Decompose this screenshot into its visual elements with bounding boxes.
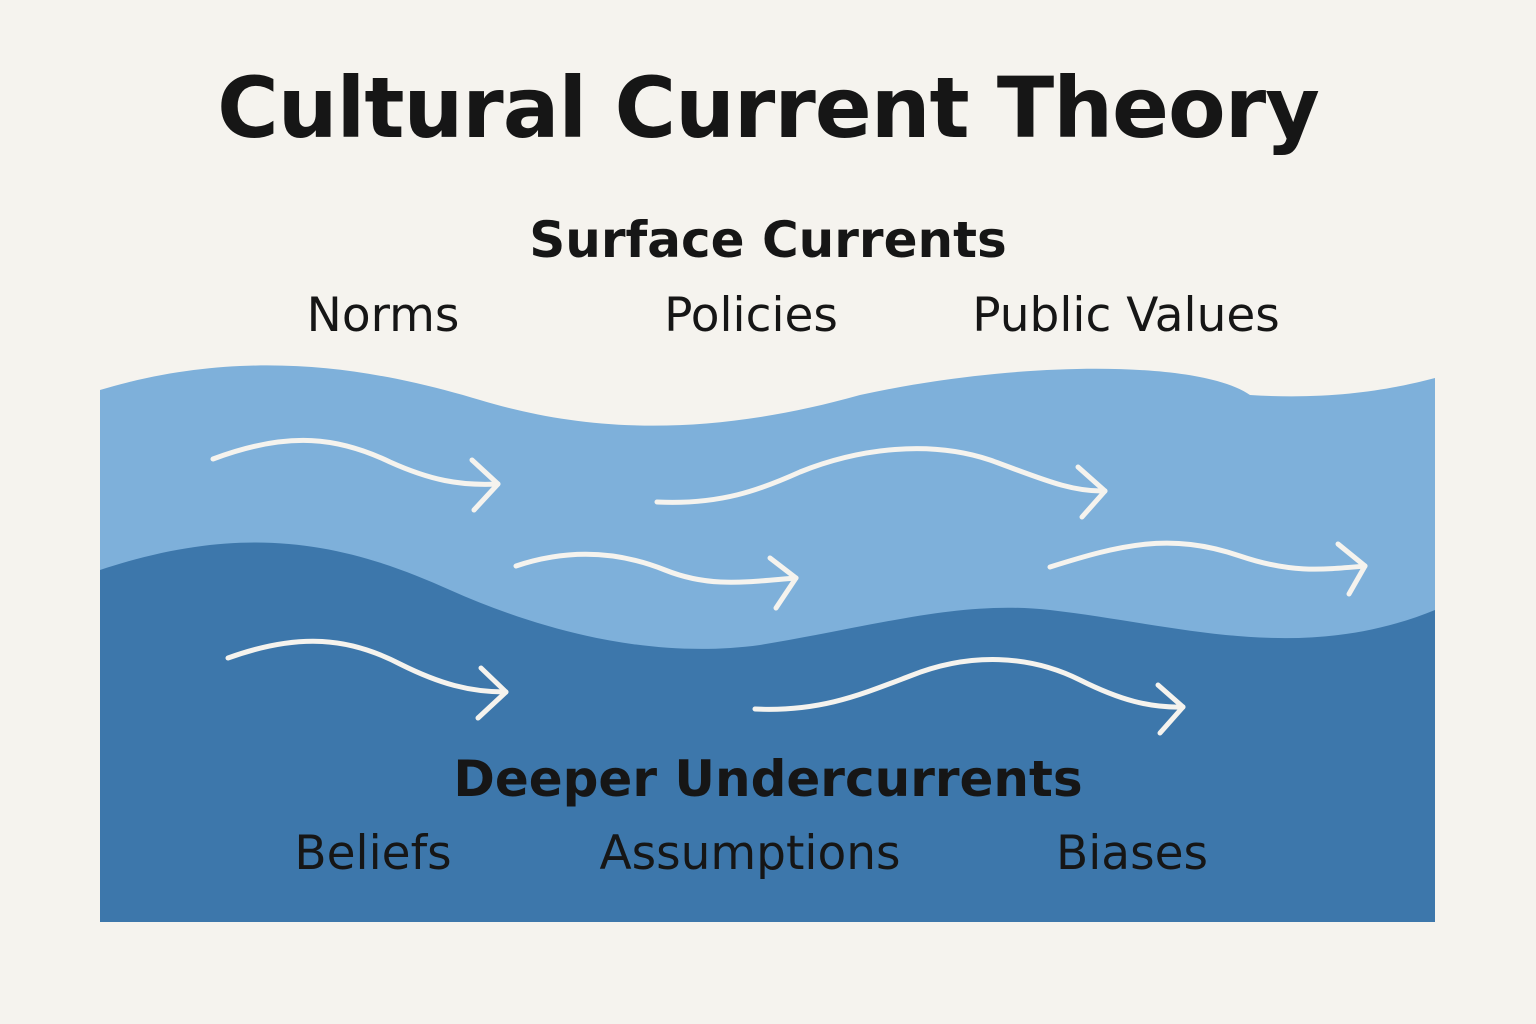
surface-item-public-values: Public Values bbox=[972, 288, 1280, 343]
current-arrow bbox=[210, 437, 501, 487]
arrowhead bbox=[1335, 541, 1368, 597]
page-title: Cultural Current Theory bbox=[217, 59, 1320, 157]
current-arrow bbox=[654, 446, 1108, 505]
deep-item-biases: Biases bbox=[1056, 826, 1208, 881]
deeper-undercurrents-heading: Deeper Undercurrents bbox=[453, 750, 1083, 808]
arrowhead bbox=[1075, 464, 1108, 520]
arrowhead bbox=[767, 555, 799, 611]
current-arrow bbox=[513, 551, 799, 585]
arrowhead bbox=[475, 665, 509, 721]
surface-item-norms: Norms bbox=[306, 288, 460, 343]
current-arrow bbox=[752, 657, 1186, 712]
current-arrow bbox=[1047, 540, 1368, 572]
deep-item-assumptions: Assumptions bbox=[599, 826, 901, 881]
deep-undercurrent-layer bbox=[100, 542, 1435, 922]
surface-current-arrows bbox=[210, 437, 1368, 611]
arrowhead bbox=[469, 457, 501, 513]
arrowhead bbox=[1155, 682, 1186, 736]
surface-item-policies: Policies bbox=[664, 288, 838, 343]
surface-currents-heading: Surface Currents bbox=[529, 211, 1007, 269]
deep-current-arrows bbox=[225, 638, 1186, 736]
deep-item-beliefs: Beliefs bbox=[294, 826, 452, 881]
current-arrow bbox=[225, 638, 509, 695]
